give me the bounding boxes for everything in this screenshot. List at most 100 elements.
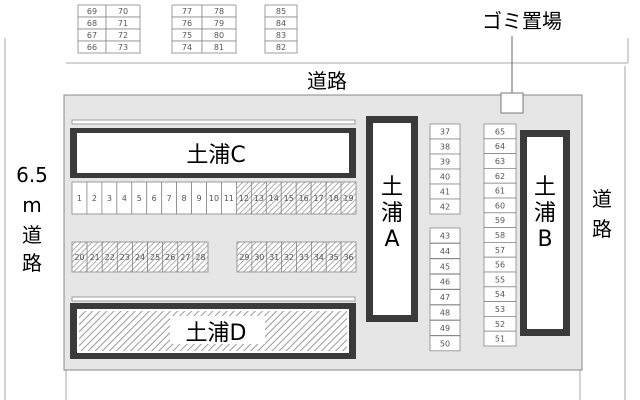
parking-slot-number: 79	[214, 19, 224, 28]
parking-slot-number: 80	[214, 31, 224, 40]
parking-slot-number: 28	[195, 253, 205, 262]
parking-slot-number: 34	[314, 253, 324, 262]
parking-slot-number: 72	[118, 31, 128, 40]
parking-slot-number: 66	[87, 43, 97, 52]
parking-slot-number: 74	[182, 43, 192, 52]
parking-slot-number: 85	[276, 7, 286, 16]
parking-slot-number: 24	[135, 253, 145, 262]
parking-slot-number: 3	[107, 194, 112, 203]
garbage-label: ゴミ置場	[482, 9, 562, 33]
svg-text:A: A	[384, 227, 399, 252]
parking-slot-number: 61	[495, 187, 505, 196]
parking-slot-number: 16	[299, 194, 309, 203]
building-c-label: 土浦C	[186, 143, 245, 168]
parking-slot-number: 44	[440, 247, 450, 256]
parking-slot-number: 40	[440, 173, 450, 182]
parking-slot-number: 13	[254, 194, 264, 203]
parking-slot-number: 78	[214, 7, 224, 16]
parking-slot-number: 57	[495, 246, 505, 255]
parking-slot	[429, 258, 461, 275]
parking-slot-number: 46	[440, 278, 450, 287]
parking-slot-number: 2	[92, 194, 97, 203]
svg-text:土: 土	[534, 175, 556, 200]
parking-slot-number: 9	[197, 194, 202, 203]
parking-slot-number: 35	[329, 253, 339, 262]
parking-slot-number: 68	[87, 19, 97, 28]
parking-slot	[201, 40, 237, 54]
parking-slot-number: 52	[495, 320, 505, 329]
svg-text:道: 道	[22, 223, 42, 247]
parking-slot-number: 42	[440, 203, 450, 212]
parking-slot-number: 14	[269, 194, 279, 203]
parking-slot-number: 62	[495, 172, 505, 181]
parking-slot-number: 20	[74, 253, 84, 262]
parking-slot-number: 4	[122, 194, 127, 203]
parking-slot	[483, 330, 517, 347]
building-b: 土 浦 B	[520, 130, 570, 336]
parking-slot-number: 69	[87, 7, 97, 16]
building-c: 土浦C	[70, 128, 356, 178]
parking-slot-number: 21	[90, 253, 100, 262]
parking-slot	[192, 241, 209, 273]
parking-slot-number: 59	[495, 216, 505, 225]
parking-slot-number: 19	[343, 194, 353, 203]
parking-slot-number: 18	[328, 194, 338, 203]
parking-slot-number: 56	[495, 261, 505, 270]
building-d-label: 土浦D	[186, 321, 247, 346]
parking-slot-number: 64	[495, 142, 505, 151]
parking-slot-number: 49	[440, 324, 450, 333]
svg-text:浦: 浦	[381, 201, 403, 226]
parking-slot-number: 67	[87, 31, 97, 40]
parking-slot-number: 1	[77, 194, 82, 203]
parking-slot-number: 43	[440, 232, 450, 241]
parking-slot-number: 75	[182, 31, 192, 40]
svg-text:浦: 浦	[534, 201, 556, 226]
parking-slot-number: 15	[284, 194, 294, 203]
parking-slot	[264, 40, 298, 54]
parking-slot-number: 37	[440, 128, 450, 137]
parking-slot-number: 65	[495, 127, 505, 136]
parking-slot-number: 54	[495, 290, 505, 299]
parking-slot-number: 45	[440, 262, 450, 271]
parking-slot-number: 82	[276, 43, 286, 52]
parking-slot-number: 81	[214, 43, 224, 52]
building-d: 土浦D	[70, 303, 356, 359]
parking-slot-number: 6	[152, 194, 157, 203]
parking-slot-number: 63	[495, 157, 505, 166]
parking-slot-number: 7	[167, 194, 172, 203]
parking-slot	[429, 335, 461, 352]
svg-text:道: 道	[592, 187, 612, 211]
parking-slot-number: 41	[440, 188, 450, 197]
svg-text:路: 路	[592, 217, 612, 241]
road-label-top: 道路	[307, 69, 347, 93]
parking-slot-number: 39	[440, 158, 450, 167]
parking-slot-number: 10	[209, 194, 219, 203]
road-label-right: 道 路	[592, 187, 612, 241]
parking-slot-number: 29	[239, 253, 249, 262]
parking-slot-number: 36	[343, 253, 353, 262]
parking-slot-number: 58	[495, 231, 505, 240]
svg-text:B: B	[537, 227, 552, 252]
parking-slot-number: 12	[239, 194, 249, 203]
parking-slot	[105, 40, 141, 54]
parking-slot	[340, 241, 357, 273]
svg-text:6.5: 6.5	[16, 163, 48, 187]
building-a: 土 浦 A	[366, 116, 418, 322]
parking-slot-number: 47	[440, 293, 450, 302]
parking-slot-number: 25	[150, 253, 160, 262]
parking-slot-number: 60	[495, 201, 505, 210]
parking-slot-number: 11	[224, 194, 234, 203]
parking-slot	[340, 181, 357, 215]
parking-slot-number: 27	[180, 253, 190, 262]
parking-slot-number: 83	[276, 31, 286, 40]
parking-slot-number: 71	[118, 19, 128, 28]
parking-slot-number: 55	[495, 275, 505, 284]
parking-slot-number: 76	[182, 19, 192, 28]
parking-slot-number: 8	[182, 194, 187, 203]
svg-text:m: m	[22, 193, 41, 217]
